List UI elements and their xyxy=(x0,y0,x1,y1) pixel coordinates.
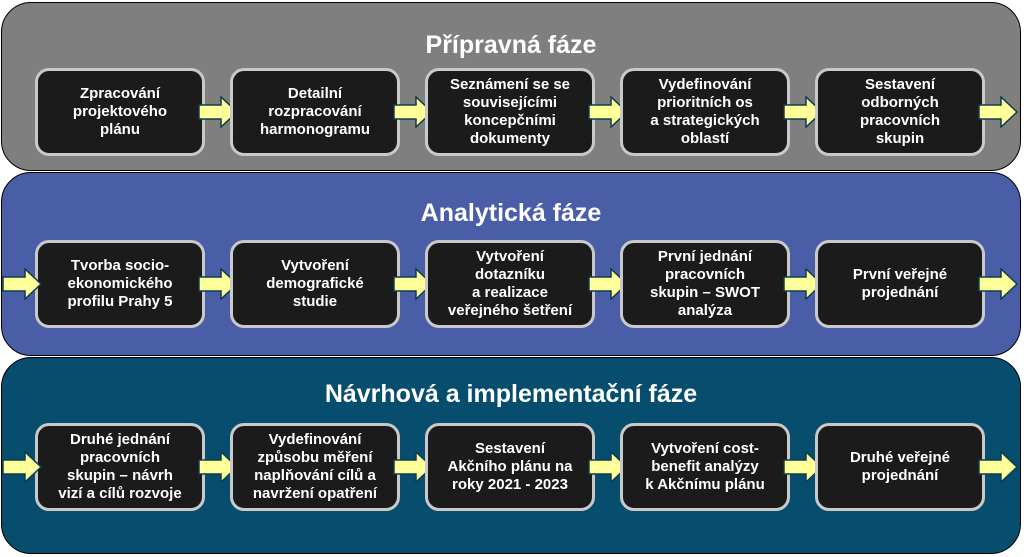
step-box-analytical: Vytvoření dotazníku a realizace veřejnéh… xyxy=(425,240,595,328)
step-box-preparatory: Detailní rozpracování harmonogramu xyxy=(230,68,400,156)
phase-title: Návrhová a implementační fáze xyxy=(324,380,698,408)
arrow-right-icon xyxy=(783,451,823,483)
step-box-analytical: Tvorba socio- ekonomického profilu Prahy… xyxy=(35,240,205,328)
arrow-right-icon xyxy=(198,451,238,483)
arrow-right-icon xyxy=(588,451,628,483)
arrow-right-icon xyxy=(588,268,628,300)
arrow-right-icon xyxy=(2,451,42,483)
arrow-right-icon xyxy=(783,96,823,128)
arrow-right-icon xyxy=(393,451,433,483)
step-box-preparatory: Zpracování projektového plánu xyxy=(35,68,205,156)
arrow-right-icon xyxy=(978,451,1018,483)
arrow-right-icon xyxy=(198,96,238,128)
step-box-analytical: Vytvoření demografické studie xyxy=(230,240,400,328)
step-box-design-implementation: Druhé jednání pracovních skupin – návrh … xyxy=(35,423,205,511)
phase-title: Analytická fáze xyxy=(420,199,602,227)
arrow-right-icon xyxy=(588,96,628,128)
phase-title: Přípravná fáze xyxy=(425,31,597,59)
arrow-right-icon xyxy=(198,268,238,300)
step-box-preparatory: Seznámení se se souvisejícími koncepčním… xyxy=(425,68,595,156)
arrow-right-icon xyxy=(978,96,1018,128)
arrow-right-icon xyxy=(393,96,433,128)
step-box-preparatory: Sestavení odborných pracovních skupin xyxy=(815,68,985,156)
step-box-design-implementation: Druhé veřejné projednání xyxy=(815,423,985,511)
step-box-analytical: První veřejné projednání xyxy=(815,240,985,328)
arrow-right-icon xyxy=(2,268,42,300)
step-box-analytical: První jednání pracovních skupin – SWOT a… xyxy=(620,240,790,328)
step-box-preparatory: Vydefinování prioritních os a strategick… xyxy=(620,68,790,156)
step-box-design-implementation: Sestavení Akčního plánu na roky 2021 - 2… xyxy=(425,423,595,511)
arrow-right-icon xyxy=(393,268,433,300)
arrow-right-icon xyxy=(783,268,823,300)
step-box-design-implementation: Vytvoření cost- benefit analýzy k Akčním… xyxy=(620,423,790,511)
step-box-design-implementation: Vydefinování způsobu měření naplňování c… xyxy=(230,423,400,511)
arrow-right-icon xyxy=(978,268,1018,300)
